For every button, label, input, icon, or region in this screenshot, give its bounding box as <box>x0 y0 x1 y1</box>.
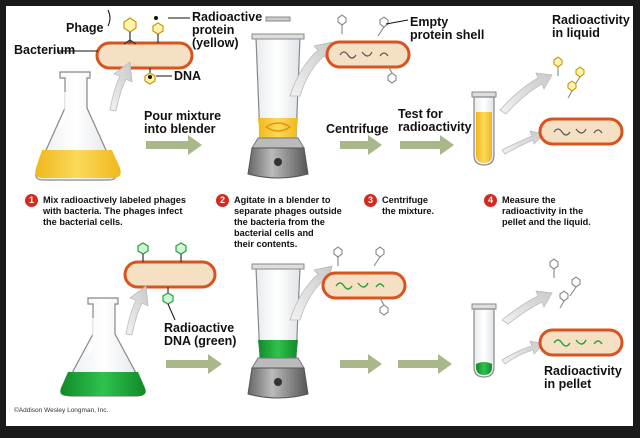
arrow-icon <box>400 135 454 155</box>
step-1-badge: 1 <box>25 194 38 207</box>
flask-icon <box>35 71 121 181</box>
bacterium-icon <box>95 41 194 70</box>
blender-icon <box>247 263 309 399</box>
label-radioactive-dna: Radioactive DNA (green) <box>164 321 237 348</box>
arrow-icon <box>398 354 452 374</box>
bacterium-icon <box>321 271 407 300</box>
arrow-icon <box>501 130 545 155</box>
label-bacterium: Bacterium <box>14 43 76 57</box>
arrow-icon <box>340 135 382 155</box>
arrow-icon <box>146 135 202 155</box>
flask-icon <box>60 297 146 397</box>
arrow-icon <box>501 290 553 325</box>
arrow-icon <box>166 354 222 374</box>
label-phage: Phage <box>66 21 104 35</box>
step-2-badge: 2 <box>216 194 229 207</box>
phage-icon <box>123 17 164 45</box>
label-centrifuge: Centrifuge <box>326 122 389 136</box>
test-tube-icon <box>471 91 497 166</box>
phage-icon <box>553 56 585 99</box>
phage-icon <box>137 242 187 305</box>
arrow-icon <box>125 285 149 336</box>
label-dna: DNA <box>174 69 202 83</box>
bacterium-icon <box>538 117 624 146</box>
label-pour: Pour mixture into blender <box>144 109 222 136</box>
label-radioactivity-liquid: Radioactivity in liquid <box>552 13 630 40</box>
step-4-badge: 4 <box>484 194 497 207</box>
test-tube-icon <box>471 303 497 378</box>
bacterium-icon <box>123 260 217 289</box>
bacterium-icon <box>325 40 411 69</box>
label-test: Test for radioactivity <box>398 107 472 134</box>
step-3-badge: 3 <box>364 194 377 207</box>
label-radioactivity-pellet: Radioactivity in pellet <box>544 364 622 391</box>
step-3-text: Centrifuge the mixture. <box>382 195 435 216</box>
phage-icon <box>337 14 397 84</box>
label-empty-shell: Empty protein shell <box>410 15 485 42</box>
bacterium-icon <box>538 328 624 357</box>
step-4-text: Measure the radioactivity in the pellet … <box>502 195 591 227</box>
arrow-icon <box>501 340 545 365</box>
pointer-lines <box>58 9 190 77</box>
blender-icon <box>247 16 309 179</box>
label-radioactive-protein: Radioactive protein (yellow) <box>192 10 263 50</box>
step-2-text: Agitate in a blender to separate phages … <box>234 195 342 249</box>
arrow-icon <box>340 354 382 374</box>
arrow-icon <box>109 61 133 112</box>
phage-icon <box>333 246 389 316</box>
phage-icon <box>549 258 581 309</box>
step-1-text: Mix radioactively labeled phages with ba… <box>43 195 186 227</box>
arrow-icon <box>499 72 553 115</box>
copyright: ©Addison Wesley Longman, Inc. <box>14 407 109 414</box>
